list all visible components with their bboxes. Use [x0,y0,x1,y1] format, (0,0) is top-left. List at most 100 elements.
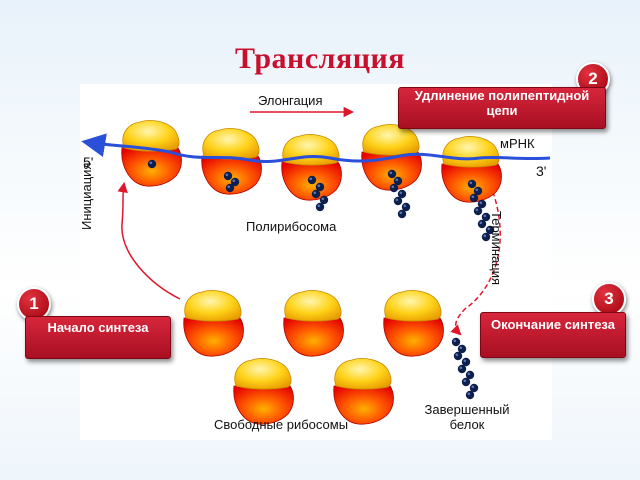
polyribosome-5 [441,136,502,203]
stage-initiation-badge: Начало синтеза [25,316,171,359]
amino-acid-highlight [321,197,325,201]
finished-protein-beads [451,337,479,400]
amino-acid-bead [147,159,157,169]
free-ribosome-5 [333,358,394,425]
amino-acid-bead [473,206,483,216]
amino-acid-highlight [391,185,395,189]
amino-acid-highlight [395,178,399,182]
amino-acid-bead [477,219,487,229]
amino-acid-highlight [227,185,231,189]
polyribosome-3 [281,134,342,201]
amino-acid-bead [457,364,467,374]
amino-acid-highlight [469,181,473,185]
peptide-chain-1 [147,159,157,169]
amino-acid-highlight [455,353,459,357]
ribosome-large-subunit [383,317,444,357]
mrna-label: мРНК [500,136,535,151]
amino-acid-highlight [399,191,403,195]
amino-acid-highlight [475,188,479,192]
finished-protein-label: Завершенный белок [417,402,517,432]
stage-number-3: 3 [592,282,626,316]
free-ribosomes-label: Свободные рибосомы [214,417,349,432]
amino-acid-highlight [309,177,313,181]
ribosome-small-subunit [234,358,292,390]
termination-label: Терминация [489,211,504,286]
five-prime-label: 5' [83,154,94,170]
amino-acid-highlight [149,161,153,165]
amino-acid-bead [387,169,397,179]
elongation-label: Элонгация [258,93,323,108]
amino-acid-highlight [471,195,475,199]
amino-acid-bead [311,189,321,199]
amino-acid-bead [465,390,475,400]
amino-acid-highlight [459,346,463,350]
slide-title: Трансляция [234,42,405,75]
amino-acid-bead [223,171,233,181]
amino-acid-highlight [317,204,321,208]
amino-acid-highlight [483,214,487,218]
amino-acid-bead [307,175,317,185]
amino-acid-highlight [225,173,229,177]
polyribosome-group [121,120,502,203]
amino-acid-bead [469,193,479,203]
termination-arrow [450,183,501,336]
initiation-arrow [117,181,181,300]
peptide-chain-2 [223,171,240,193]
amino-acid-highlight [399,211,403,215]
ribosome-large-subunit [283,317,344,357]
initiation-label: Инициация [79,162,94,230]
amino-acid-highlight [483,234,487,238]
amino-acid-highlight [313,191,317,195]
peptide-chain-3 [307,175,329,212]
mrna-strand [81,133,551,164]
diagram-graphics [81,106,551,425]
amino-acid-bead [397,209,407,219]
amino-acid-highlight [479,201,483,205]
ribosome-small-subunit [384,290,442,322]
free-ribosomes-group [183,290,444,425]
free-ribosome-4 [233,358,294,425]
polyribosome-label: Полирибосома [246,219,337,234]
amino-acid-bead [451,337,461,347]
finished-protein-word: Завершенный белок [424,402,510,432]
ribosome-small-subunit [362,124,420,156]
peptide-chain-4 [387,169,411,219]
stage-number-1: 1 [17,287,51,321]
ribosome-large-subunit [333,385,394,425]
ribosome-small-subunit [334,358,392,390]
peptide-chains [147,159,495,242]
three-prime-label: 3' [536,163,547,179]
amino-acid-highlight [453,339,457,343]
amino-acid-bead [315,202,325,212]
amino-acid-bead [225,183,235,193]
amino-acid-highlight [467,372,471,376]
amino-acid-highlight [232,179,236,183]
ribosome-small-subunit [282,134,340,166]
amino-acid-bead [467,179,477,189]
finished-protein-chain [451,337,479,400]
translation-diagram: Элонгация Полирибосома мРНК 5' 3' Инициа… [79,84,552,440]
amino-acid-highlight [463,359,467,363]
amino-acid-highlight [479,221,483,225]
free-ribosome-1 [183,290,244,357]
amino-acid-bead [393,196,403,206]
ribosome-small-subunit [202,128,260,160]
amino-acid-bead [461,377,471,387]
amino-acid-bead [453,351,463,361]
amino-acid-bead [389,183,399,193]
amino-acid-highlight [395,198,399,202]
amino-acid-highlight [403,204,407,208]
peptide-chain-5 [467,179,495,242]
free-ribosome-2 [283,290,344,357]
ribosome-large-subunit [183,317,244,357]
free-ribosome-3 [383,290,444,357]
ribosome-small-subunit [184,290,242,322]
amino-acid-highlight [459,366,463,370]
stage-elongation-badge: Удлинение полипептидной цепи [398,87,606,129]
amino-acid-highlight [463,379,467,383]
amino-acid-highlight [475,208,479,212]
amino-acid-highlight [467,392,471,396]
amino-acid-highlight [471,385,475,389]
stage-termination-badge: Окончание синтеза [480,312,626,358]
ribosome-small-subunit [284,290,342,322]
